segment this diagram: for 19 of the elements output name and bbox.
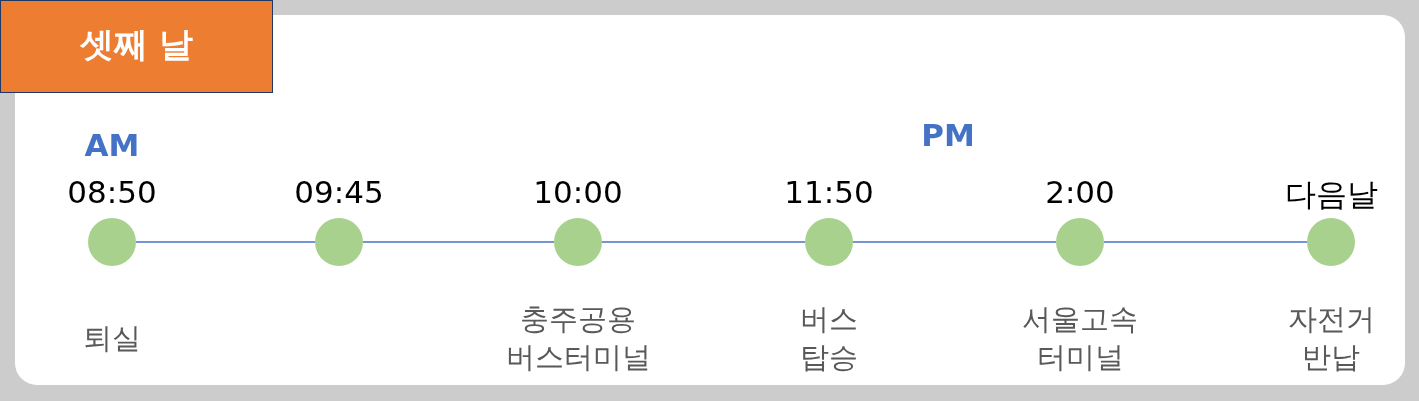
time-label: 09:45 [293, 174, 385, 210]
timeline-line [852, 241, 1057, 243]
time-label: 2:00 [1044, 174, 1116, 210]
time-label: 11:50 [783, 174, 875, 210]
stop-label: 자전거 반납 [1286, 301, 1376, 376]
timeline-line [135, 241, 316, 243]
stop-label: 버스 탑승 [799, 301, 859, 376]
stop-label: 충주공용 버스터미널 [504, 301, 652, 376]
time-label: 다음날 [1283, 175, 1379, 214]
period-label: AM [83, 127, 141, 163]
stop-label: 서울고속 터미널 [1021, 301, 1139, 376]
time-label: 10:00 [532, 174, 624, 210]
timeline-line [1103, 241, 1308, 243]
day-heading: 셋째 날 [0, 0, 273, 93]
period-label: PM [920, 117, 976, 153]
timeline-line [362, 241, 555, 243]
timeline-line [601, 241, 806, 243]
time-label: 08:50 [66, 174, 158, 210]
stop-label: 퇴실 [83, 320, 141, 357]
